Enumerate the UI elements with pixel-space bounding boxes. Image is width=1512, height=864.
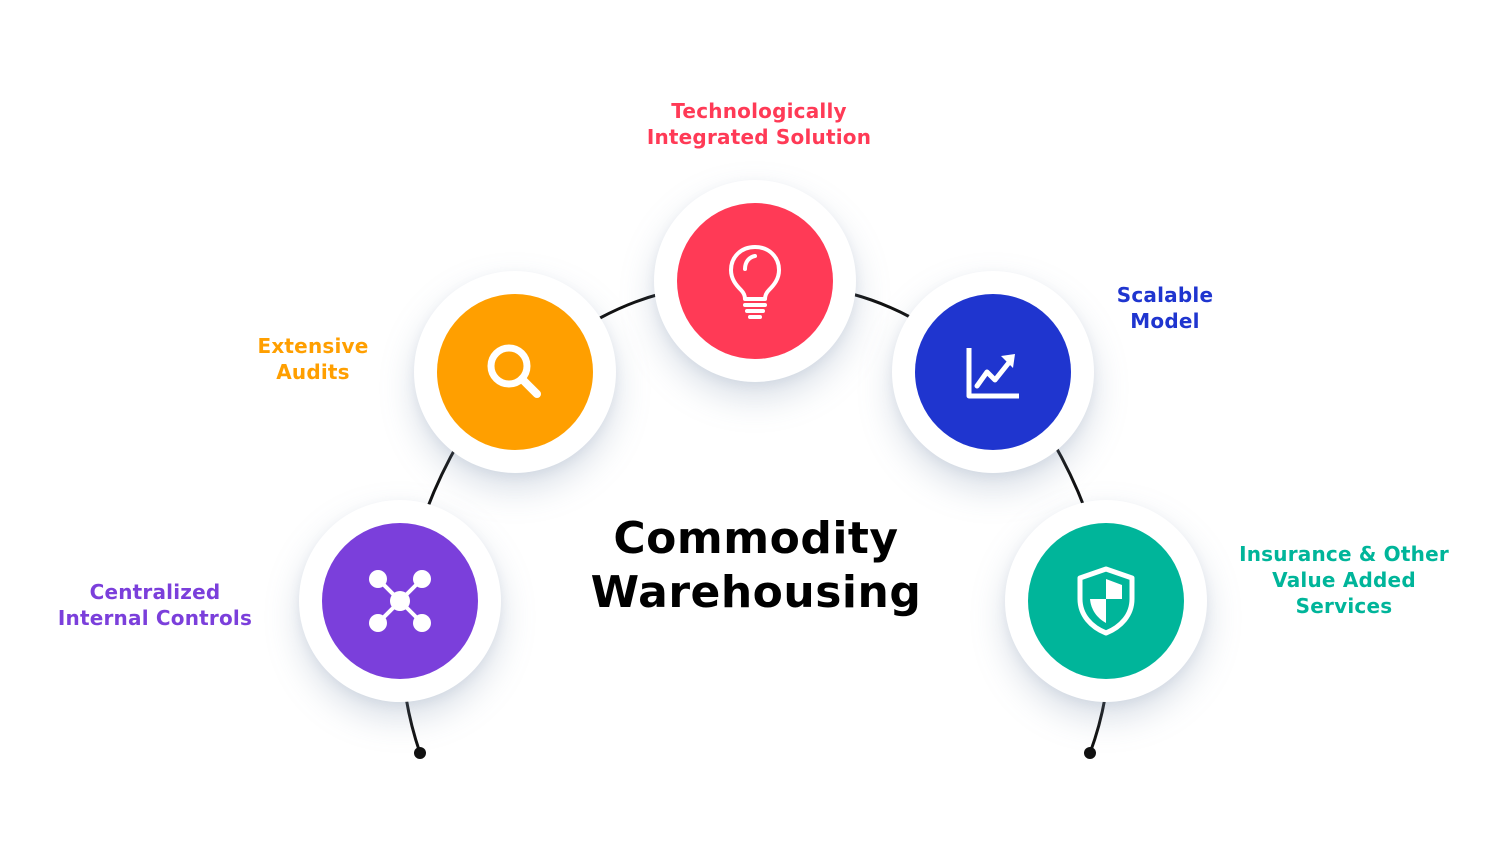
label-insurance-line1: Insurance & Other xyxy=(1239,542,1449,566)
arc-end-dot-right xyxy=(1084,747,1096,759)
label-audits-line1: Extensive xyxy=(257,334,369,358)
shield-icon xyxy=(1077,566,1135,636)
chart-growth-icon xyxy=(966,348,1019,399)
node-controls-disc xyxy=(322,523,478,679)
node-insurance-disc xyxy=(1028,523,1184,679)
network-nodes-icon xyxy=(369,570,431,632)
node-controls xyxy=(299,500,501,702)
label-insurance-line3: Services xyxy=(1295,594,1393,618)
node-scalable-disc xyxy=(915,294,1071,450)
label-scalable-line2: Model xyxy=(1130,309,1200,333)
node-audits xyxy=(414,271,616,473)
label-audits: Extensive Audits xyxy=(213,333,413,385)
lightbulb-icon xyxy=(729,245,781,319)
search-icon xyxy=(487,344,541,398)
label-controls-line1: Centralized xyxy=(89,580,221,604)
label-technology-line2: Integrated Solution xyxy=(646,125,872,149)
label-controls: Centralized Internal Controls xyxy=(35,579,275,631)
center-title: Commodity Warehousing xyxy=(556,512,956,620)
label-technology-line1: Technologically xyxy=(671,99,847,123)
center-title-line1: Commodity xyxy=(613,513,899,564)
label-controls-line2: Internal Controls xyxy=(57,606,253,630)
label-insurance: Insurance & Other Value Added Services xyxy=(1219,541,1469,619)
arc-end-dot-left xyxy=(414,747,426,759)
center-title-line2: Warehousing xyxy=(590,567,922,618)
label-audits-line2: Audits xyxy=(276,360,350,384)
node-audits-disc xyxy=(437,294,593,450)
label-scalable-line1: Scalable xyxy=(1116,283,1214,307)
label-scalable: Scalable Model xyxy=(1083,282,1247,334)
node-insurance xyxy=(1005,500,1207,702)
node-scalable xyxy=(892,271,1094,473)
label-technology: Technologically Integrated Solution xyxy=(609,98,909,150)
label-insurance-line2: Value Added xyxy=(1272,568,1416,592)
node-technology-disc xyxy=(677,203,833,359)
node-technology xyxy=(654,180,856,382)
